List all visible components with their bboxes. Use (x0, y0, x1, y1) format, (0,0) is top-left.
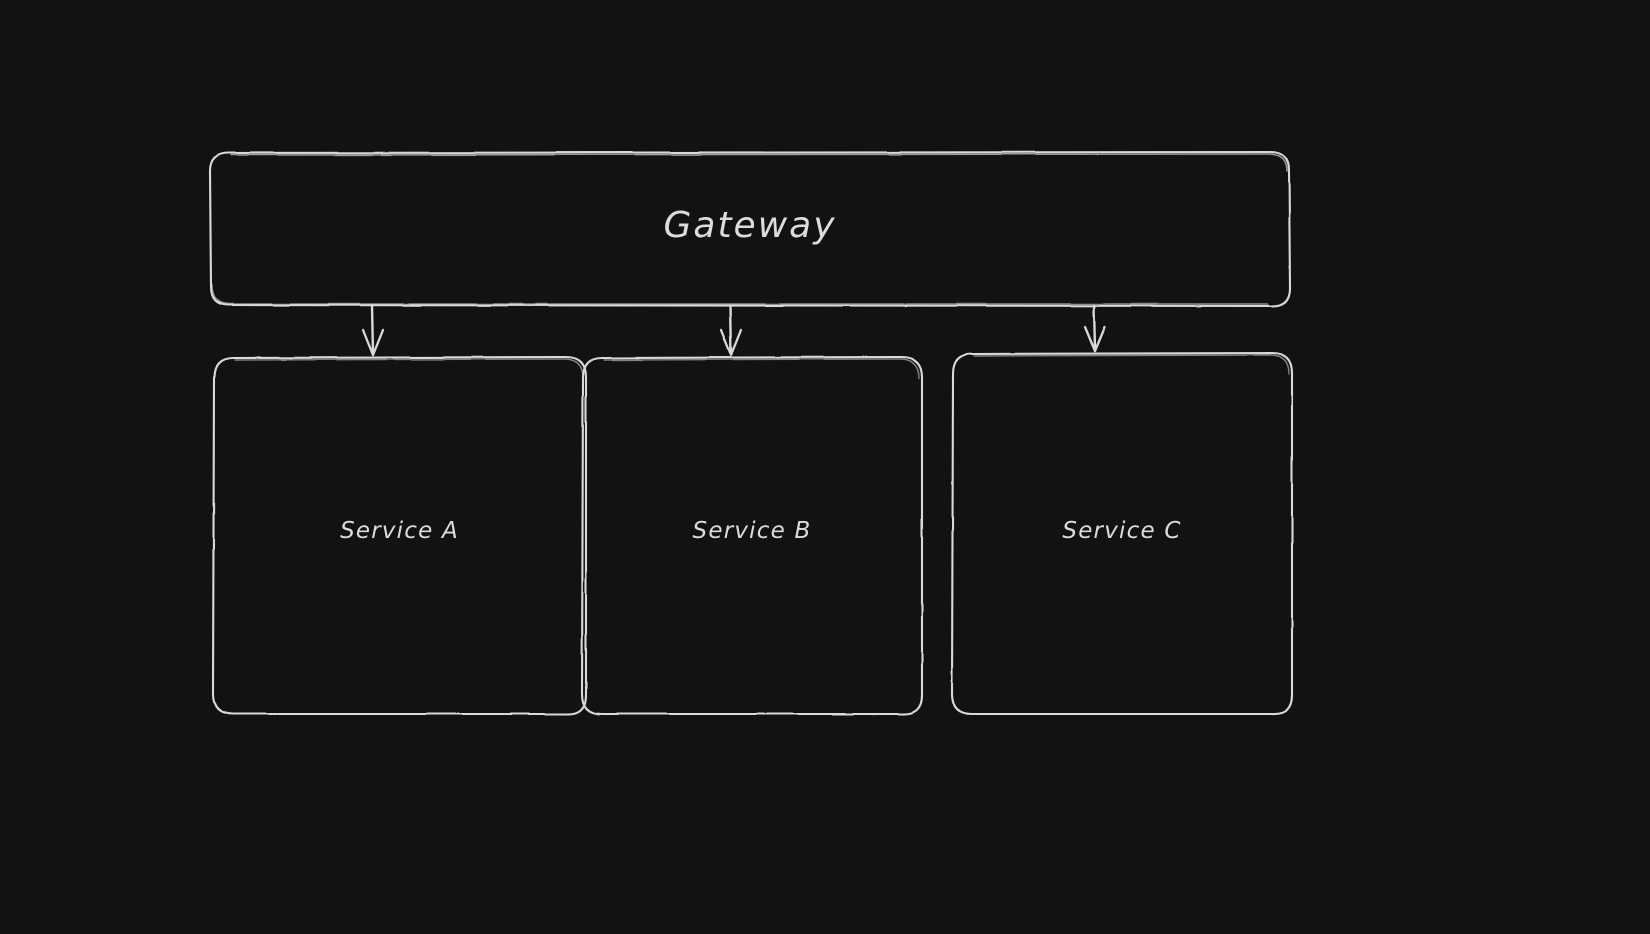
service-a-node-label: Service A (340, 518, 459, 544)
service-b-node-label: Service B (692, 518, 812, 544)
service-b-node[interactable] (582, 357, 922, 715)
service-c-node[interactable] (952, 353, 1292, 715)
service-c-node-label: Service C (1062, 518, 1182, 544)
service-a-node[interactable] (213, 357, 586, 715)
edge-gateway-service-b-hit[interactable] (717, 305, 743, 357)
edge-gateway-service-c-hit[interactable] (1081, 305, 1107, 357)
gateway-node-label: Gateway (663, 205, 837, 246)
gateway-node[interactable] (210, 152, 1290, 306)
edge-gateway-service-a-hit[interactable] (359, 305, 385, 357)
